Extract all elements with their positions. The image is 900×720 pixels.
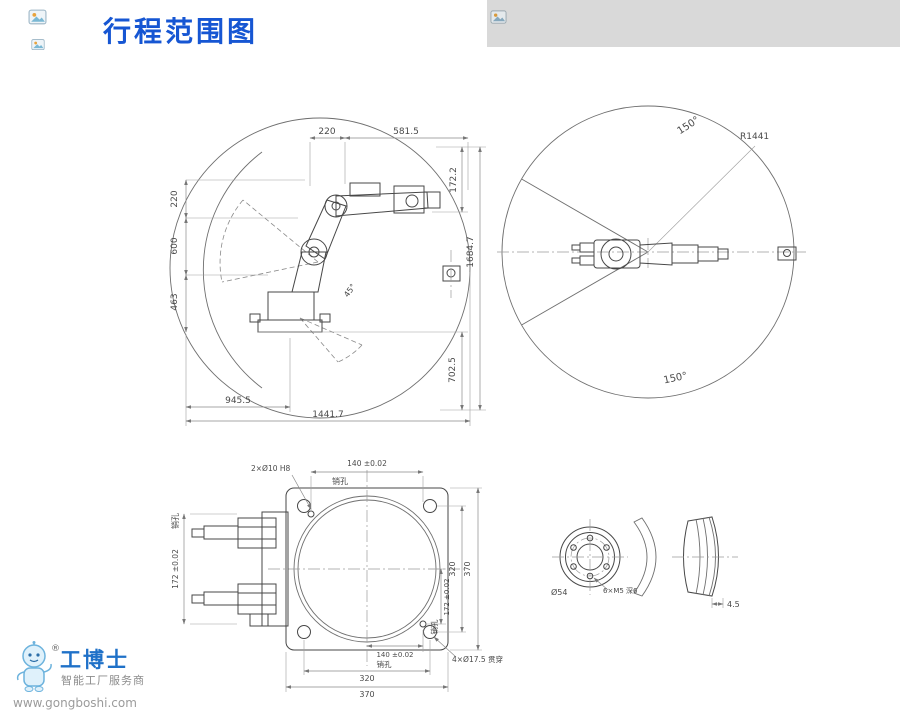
dim-label: Ø54 — [551, 587, 567, 597]
brand-name: 工博士 — [60, 648, 129, 672]
top-gray-strip — [487, 0, 900, 47]
dim-label: 945.5 — [225, 396, 251, 406]
tapped-hole-note: 6×M5 深6 — [603, 586, 638, 595]
pin-hole-note: 2×Ø10 H8 — [251, 464, 291, 473]
robot-side-figure — [249, 182, 461, 333]
mascot-icon — [12, 640, 56, 700]
top-view-envelope — [497, 105, 806, 399]
dim-label: 140 ±0.02 — [347, 459, 387, 468]
robot-top-figure — [571, 238, 797, 270]
dim-label: 370 — [463, 561, 472, 576]
side-view-dimensions: 220 581.5 172.2 1684.7 220 600 463 702.5… — [170, 127, 486, 426]
dim-label: 370 — [359, 690, 374, 699]
dim-label: 320 — [359, 674, 374, 683]
pin-hole-label: 销孔 — [429, 619, 439, 634]
through-hole-note: 4×Ø17.5 贯穿 — [452, 654, 503, 664]
dim-label: 702.5 — [448, 357, 458, 383]
top-view-dimensions: 150° R1441 150° — [663, 115, 770, 387]
dim-label: 600 — [170, 237, 180, 254]
dim-label: 140 ±0.02 — [376, 651, 413, 659]
dim-label: 172 ±0.02 — [443, 578, 451, 615]
dim-label: 172.2 — [449, 167, 459, 193]
angle-label: 150° — [663, 371, 689, 387]
dim-label: 172 ±0.02 — [171, 549, 180, 589]
side-view-envelope — [169, 117, 471, 419]
dim-label: 220 — [318, 127, 335, 137]
base-plate-dimensions: 2×Ø10 H8 140 ±0.02 销孔 172 ±0.02 销孔 320 3… — [170, 459, 503, 699]
registered-mark: ® — [51, 644, 60, 654]
brand-website: www.gongboshi.com — [13, 696, 137, 710]
flange-detail-figure — [552, 517, 657, 597]
radius-label: R1441 — [740, 132, 769, 142]
dim-label: 1684.7 — [466, 236, 476, 268]
angle-label: 45° — [342, 282, 358, 299]
page-title: 行程范围图 — [103, 15, 259, 48]
brand-tagline: 智能工厂服务商 — [61, 674, 145, 687]
pin-hole-label: 销孔 — [377, 659, 392, 669]
detail-dimensions: Ø54 6×M5 深6 4.5 — [551, 577, 740, 609]
dim-label: 463 — [170, 293, 180, 310]
dim-label: 581.5 — [393, 127, 419, 137]
pin-hole-label: 销孔 — [170, 513, 180, 529]
angle-label: 150° — [676, 115, 702, 137]
dim-label: 220 — [170, 190, 180, 207]
dim-label: 1441.7 — [312, 410, 344, 420]
pin-hole-label: 销孔 — [332, 476, 348, 486]
cap-detail-figure — [672, 516, 738, 597]
dim-label: 4.5 — [727, 600, 740, 609]
brand-watermark: ® 工博士 智能工厂服务商 www.gongboshi.com — [10, 636, 200, 716]
dim-label: 320 — [448, 561, 457, 576]
